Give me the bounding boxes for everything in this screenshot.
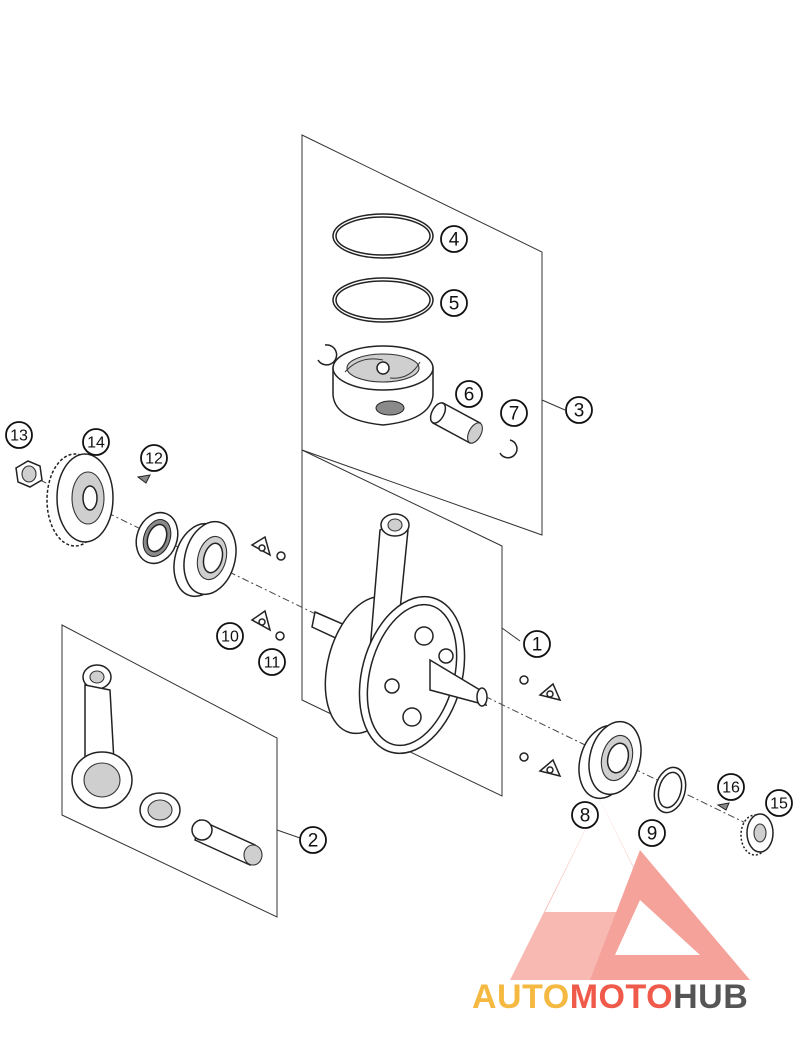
callout-1: 1	[523, 630, 551, 658]
callout-12: 12	[140, 444, 168, 472]
lock-plate-upper-left	[250, 535, 286, 561]
connecting-rod	[71, 664, 133, 809]
svg-text:AUTOMOTOHUB: AUTOMOTOHUB	[472, 978, 748, 1016]
callout-9: 9	[638, 819, 666, 847]
main-bearing-left	[173, 520, 237, 598]
svg-text:10: 10	[221, 629, 239, 646]
watermark-moto: MOTO	[570, 978, 673, 1016]
watermark-auto: AUTO	[472, 978, 570, 1016]
needle-bearing	[139, 792, 181, 828]
piston-circlip-left	[317, 344, 338, 366]
piston	[332, 345, 434, 426]
svg-text:3: 3	[574, 401, 585, 422]
svg-text:13: 13	[10, 428, 28, 445]
bolt-lower-right	[519, 752, 562, 778]
crankshaft-panel	[301, 449, 503, 797]
crankshaft-gear	[740, 813, 774, 856]
svg-text:11: 11	[264, 655, 281, 672]
callout-3: 3	[565, 396, 593, 424]
spacer-ring	[653, 766, 687, 814]
callout-15: 15	[765, 789, 793, 817]
crankshaft-assembly	[311, 513, 488, 755]
piston-circlip-right	[499, 439, 518, 459]
primary-gear	[46, 453, 114, 547]
svg-text:9: 9	[647, 824, 658, 845]
svg-text:12: 12	[145, 451, 163, 468]
woodruff-key-right	[716, 802, 730, 811]
main-bearing-right	[578, 720, 642, 800]
callout-6: 6	[455, 380, 483, 408]
piston-ring-top	[332, 213, 434, 259]
conrod-panel	[61, 624, 278, 918]
svg-text:14: 14	[87, 435, 105, 452]
watermark-logo	[510, 800, 750, 980]
callout-13: 13	[5, 421, 33, 449]
watermark-hub: HUB	[673, 978, 748, 1016]
callout-5: 5	[440, 289, 468, 317]
leader-lines	[276, 399, 566, 839]
shaft-seal	[135, 511, 179, 565]
svg-text:7: 7	[509, 404, 520, 425]
woodruff-key-left	[136, 474, 151, 484]
piston-panel	[301, 134, 543, 536]
callout-11: 11	[258, 648, 286, 676]
crank-pin	[191, 818, 263, 867]
callout-14: 14	[82, 428, 110, 456]
callout-8: 8	[571, 801, 599, 829]
callout-16: 16	[717, 773, 745, 801]
nut	[15, 460, 43, 488]
callout-7: 7	[500, 399, 528, 427]
lock-plate-lower-left	[250, 609, 285, 641]
svg-text:5: 5	[449, 294, 460, 315]
svg-text:1: 1	[532, 635, 543, 656]
watermark-text: AUTOMOTOHUB	[472, 978, 748, 1016]
bolt-upper-right	[519, 675, 562, 702]
callout-2: 2	[299, 826, 327, 854]
svg-text:15: 15	[770, 796, 788, 813]
svg-text:4: 4	[449, 230, 460, 251]
svg-text:8: 8	[580, 806, 591, 827]
piston-pin	[429, 401, 483, 445]
piston-ring-middle	[332, 277, 434, 323]
callout-10: 10	[216, 622, 244, 650]
callout-4: 4	[440, 225, 468, 253]
svg-text:2: 2	[308, 831, 319, 852]
svg-text:6: 6	[464, 385, 475, 406]
svg-text:16: 16	[722, 780, 740, 797]
